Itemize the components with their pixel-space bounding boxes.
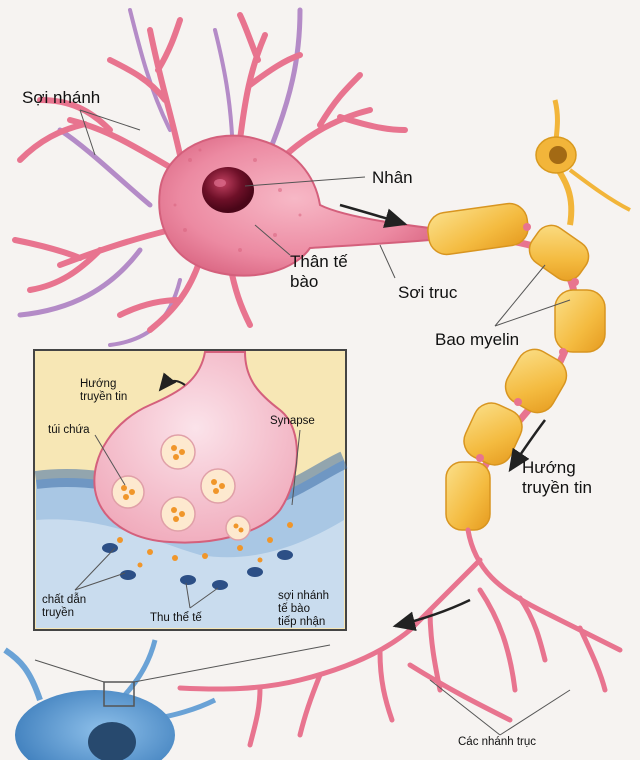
label-cell-body: Thân tế bào <box>290 252 348 291</box>
label-receiving-line2: tế bào <box>278 603 329 616</box>
inset-label-synapse: Synapse <box>270 415 315 427</box>
label-axon: Sơi truc <box>398 283 457 303</box>
label-dendrite: Sợi nhánh <box>22 88 100 108</box>
inset-label-neurotransmitter: chất dẫn truyền <box>42 594 86 620</box>
inset-label-neurotransmitter-line1: chất dẫn <box>42 594 86 607</box>
label-axon-terminals: Các nhánh trục <box>458 736 536 748</box>
nucleus <box>202 167 254 213</box>
label-direction: Hướng truyền tin <box>522 458 592 497</box>
inset-label-direction-line2: truyền tin <box>80 391 127 404</box>
label-direction-line2: truyền tin <box>522 478 592 498</box>
receiving-neuron <box>5 640 330 760</box>
label-receiving-line3: tiếp nhận <box>278 616 329 629</box>
label-cell-body-line2: bào <box>290 272 348 292</box>
label-receiving-line1: sợi nhánh <box>278 590 329 603</box>
inset-label-vesicle: túi chứa <box>48 424 90 436</box>
label-nucleus: Nhân <box>372 168 413 188</box>
inset-label-neurotransmitter-line2: truyền <box>42 607 86 620</box>
inset-label-direction: Hướng truyền tin <box>80 378 127 404</box>
inset-label-receptor: Thu thể tế <box>150 612 202 624</box>
label-myelin: Bao myelin <box>435 330 519 350</box>
label-cell-body-line1: Thân tế <box>290 252 348 272</box>
label-direction-line1: Hướng <box>522 458 592 478</box>
label-receiving-dendrite: sợi nhánh tế bào tiếp nhận <box>278 590 329 630</box>
inset-label-direction-line1: Hướng <box>80 378 127 391</box>
small-yellow-neuron <box>536 100 630 225</box>
